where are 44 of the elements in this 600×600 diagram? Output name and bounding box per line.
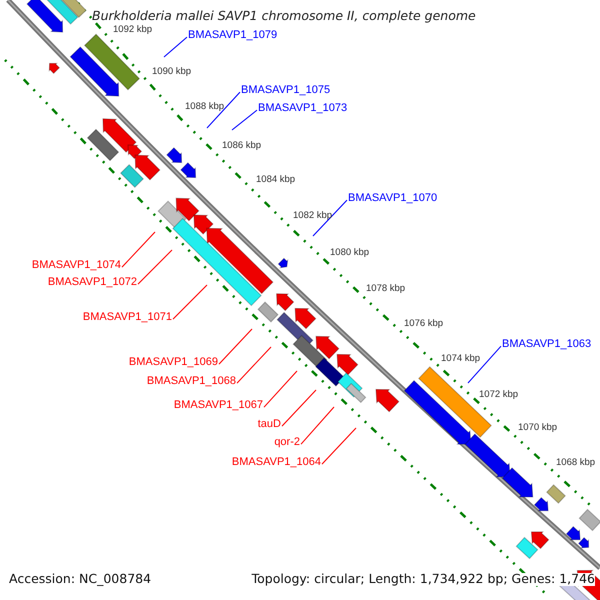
scale-label: 1082 kbp [293, 211, 332, 220]
scale-label: 1088 kbp [185, 102, 224, 112]
gene-label: BMASAVP1_1071 [82, 312, 172, 323]
footer-text: Accession: NC_008784 [9, 573, 152, 586]
leader-line [122, 232, 156, 268]
gene-label: BMASAVP1_1067 [174, 400, 263, 411]
gene-label: BMASAVP1_1069 [128, 357, 218, 368]
leader-line [218, 328, 252, 365]
scale-label: 1072 kbp [479, 390, 518, 400]
leader-line [164, 36, 188, 58]
footer-text: Topology: circular; Length: 1,734,922 bp; Genes: 1,746 [252, 573, 595, 586]
gene-label: BMASAVP1_1070 [348, 193, 438, 204]
leader-line [300, 406, 334, 445]
title: Burkholderia mallei SAVP1 chromosome II, complete genome [92, 10, 476, 22]
gene-label: BMASAVP1_1075 [241, 85, 330, 96]
scale-label: 1074 kbp [441, 354, 480, 364]
scale-label: 1086 kbp [222, 141, 262, 150]
gene-label: BMASAVP1_1064 [232, 457, 321, 468]
scale-label: 1070 kbp [518, 423, 558, 432]
scale-label: 1068 kbp [556, 458, 596, 468]
gene-label: BMASAVP1_1063 [502, 339, 592, 350]
leader-line [206, 92, 240, 128]
gene-label: tauD [258, 419, 281, 430]
leader-line [232, 110, 258, 130]
gene-label: qor-2 [274, 437, 300, 448]
gene-label: BMASAVP1_1074 [32, 260, 121, 271]
leader-line [282, 390, 316, 427]
leader-line [138, 250, 172, 285]
scale-label: 1090 kbp [152, 67, 192, 76]
gene-label: BMASAVP1_1072 [48, 277, 137, 288]
scale-label: 1080 kbp [330, 248, 370, 258]
leader-line [264, 370, 298, 408]
scale-label: 1084 kbp [256, 175, 296, 184]
leader-line [236, 346, 272, 384]
leader-line [322, 428, 356, 465]
leader-line [312, 200, 348, 236]
gene-label: BMASAVP1_1079 [188, 30, 278, 41]
gene-label: BMASAVP1_1073 [258, 103, 348, 114]
gene-label: BMASAVP1_1068 [146, 376, 236, 387]
leader-line [172, 284, 208, 320]
scale-label: 1092 kbp [113, 25, 152, 34]
scale-label: 1078 kbp [366, 284, 406, 294]
scale-label: 1076 kbp [404, 319, 444, 328]
leader-line [468, 346, 502, 384]
